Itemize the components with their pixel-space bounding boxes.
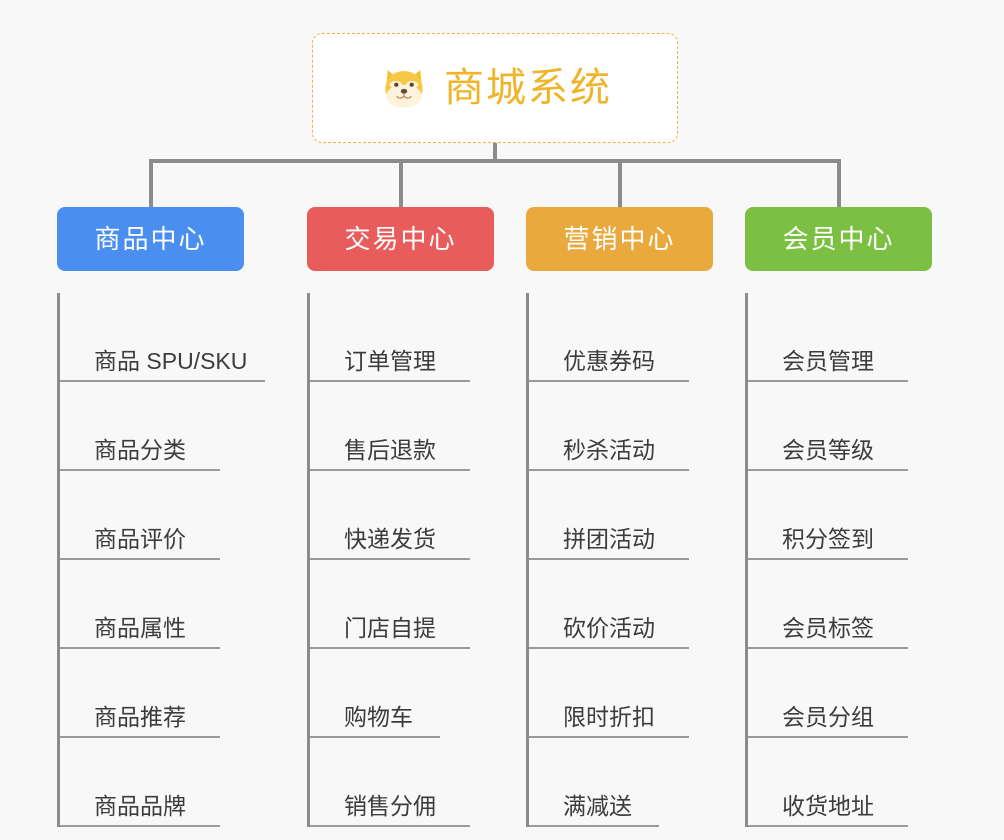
leaf-label: 商品推荐 [94, 704, 186, 730]
leaf-label: 优惠券码 [563, 348, 655, 374]
leaf-label: 会员标签 [782, 615, 874, 641]
list-item[interactable]: 订单管理 [310, 293, 494, 382]
leaf-label: 售后退款 [344, 437, 436, 463]
category-label: 商品中心 [94, 224, 207, 254]
list-item[interactable]: 会员管理 [748, 293, 932, 382]
list-item[interactable]: 优惠券码 [529, 293, 713, 382]
list-item[interactable]: 限时折扣 [529, 649, 713, 738]
leaf-label: 会员分组 [782, 704, 874, 730]
list-item[interactable]: 商品分类 [60, 382, 244, 471]
leaf-label: 销售分佣 [344, 793, 436, 819]
list-item[interactable]: 商品 SPU/SKU [60, 293, 265, 382]
leaf-label: 订单管理 [344, 348, 436, 374]
column-member-center: 会员中心 会员管理 会员等级 积分签到 会员标签 会员分组 收货地址 [745, 207, 932, 827]
root-title: 商城系统 [444, 66, 612, 110]
category-label: 营销中心 [563, 224, 676, 254]
column-product-center: 商品中心 商品 SPU/SKU 商品分类 商品评价 商品属性 商品推荐 商品品牌 [57, 207, 265, 827]
category-box-trade-center[interactable]: 交易中心 [307, 207, 494, 271]
leaf-label: 门店自提 [344, 615, 436, 641]
leaf-list-product-center: 商品 SPU/SKU 商品分类 商品评价 商品属性 商品推荐 商品品牌 [57, 293, 265, 827]
root-node[interactable]: 商城系统 [312, 33, 678, 143]
column-marketing-center: 营销中心 优惠券码 秒杀活动 拼团活动 砍价活动 限时折扣 满减送 [526, 207, 713, 827]
connector-root-stem [493, 143, 497, 163]
list-item[interactable]: 会员分组 [748, 649, 932, 738]
leaf-label: 收货地址 [782, 793, 874, 819]
leaf-label: 商品分类 [94, 437, 186, 463]
leaf-label: 会员等级 [782, 437, 874, 463]
list-item[interactable]: 快递发货 [310, 471, 494, 560]
leaf-label: 拼团活动 [563, 526, 655, 552]
list-item[interactable]: 销售分佣 [310, 738, 494, 827]
list-item[interactable]: 会员等级 [748, 382, 932, 471]
category-label: 交易中心 [344, 224, 457, 254]
leaf-label: 商品评价 [94, 526, 186, 552]
list-item[interactable]: 收货地址 [748, 738, 932, 827]
list-item[interactable]: 商品推荐 [60, 649, 244, 738]
list-item[interactable]: 砍价活动 [529, 560, 713, 649]
category-box-marketing-center[interactable]: 营销中心 [526, 207, 713, 271]
list-item[interactable]: 满减送 [529, 738, 713, 827]
leaf-label: 限时折扣 [563, 704, 655, 730]
list-item[interactable]: 商品属性 [60, 560, 244, 649]
connector-drop-4 [837, 159, 841, 209]
category-label: 会员中心 [782, 224, 895, 254]
list-item[interactable]: 售后退款 [310, 382, 494, 471]
leaf-list-marketing-center: 优惠券码 秒杀活动 拼团活动 砍价活动 限时折扣 满减送 [526, 293, 713, 827]
list-item[interactable]: 拼团活动 [529, 471, 713, 560]
leaf-label: 商品品牌 [94, 793, 186, 819]
category-box-member-center[interactable]: 会员中心 [745, 207, 932, 271]
category-box-product-center[interactable]: 商品中心 [57, 207, 244, 271]
list-item[interactable]: 购物车 [310, 649, 494, 738]
list-item[interactable]: 商品品牌 [60, 738, 244, 827]
leaf-label: 购物车 [344, 704, 413, 730]
leaf-label: 商品 SPU/SKU [94, 348, 248, 374]
column-trade-center: 交易中心 订单管理 售后退款 快递发货 门店自提 购物车 销售分佣 [307, 207, 494, 827]
connector-drop-3 [618, 159, 622, 209]
connector-drop-1 [149, 159, 153, 209]
list-item[interactable]: 门店自提 [310, 560, 494, 649]
list-item[interactable]: 商品评价 [60, 471, 244, 560]
list-item[interactable]: 会员标签 [748, 560, 932, 649]
connector-bus [149, 159, 841, 163]
leaf-list-trade-center: 订单管理 售后退款 快递发货 门店自提 购物车 销售分佣 [307, 293, 494, 827]
leaf-label: 会员管理 [782, 348, 874, 374]
leaf-label: 商品属性 [94, 615, 186, 641]
leaf-label: 秒杀活动 [563, 437, 655, 463]
leaf-label: 砍价活动 [563, 615, 655, 641]
leaf-label: 满减送 [563, 793, 632, 819]
shiba-dog-face-icon [378, 62, 430, 114]
leaf-label: 快递发货 [344, 526, 436, 552]
list-item[interactable]: 积分签到 [748, 471, 932, 560]
leaf-label: 积分签到 [782, 526, 874, 552]
connector-drop-2 [399, 159, 403, 209]
list-item[interactable]: 秒杀活动 [529, 382, 713, 471]
leaf-list-member-center: 会员管理 会员等级 积分签到 会员标签 会员分组 收货地址 [745, 293, 932, 827]
